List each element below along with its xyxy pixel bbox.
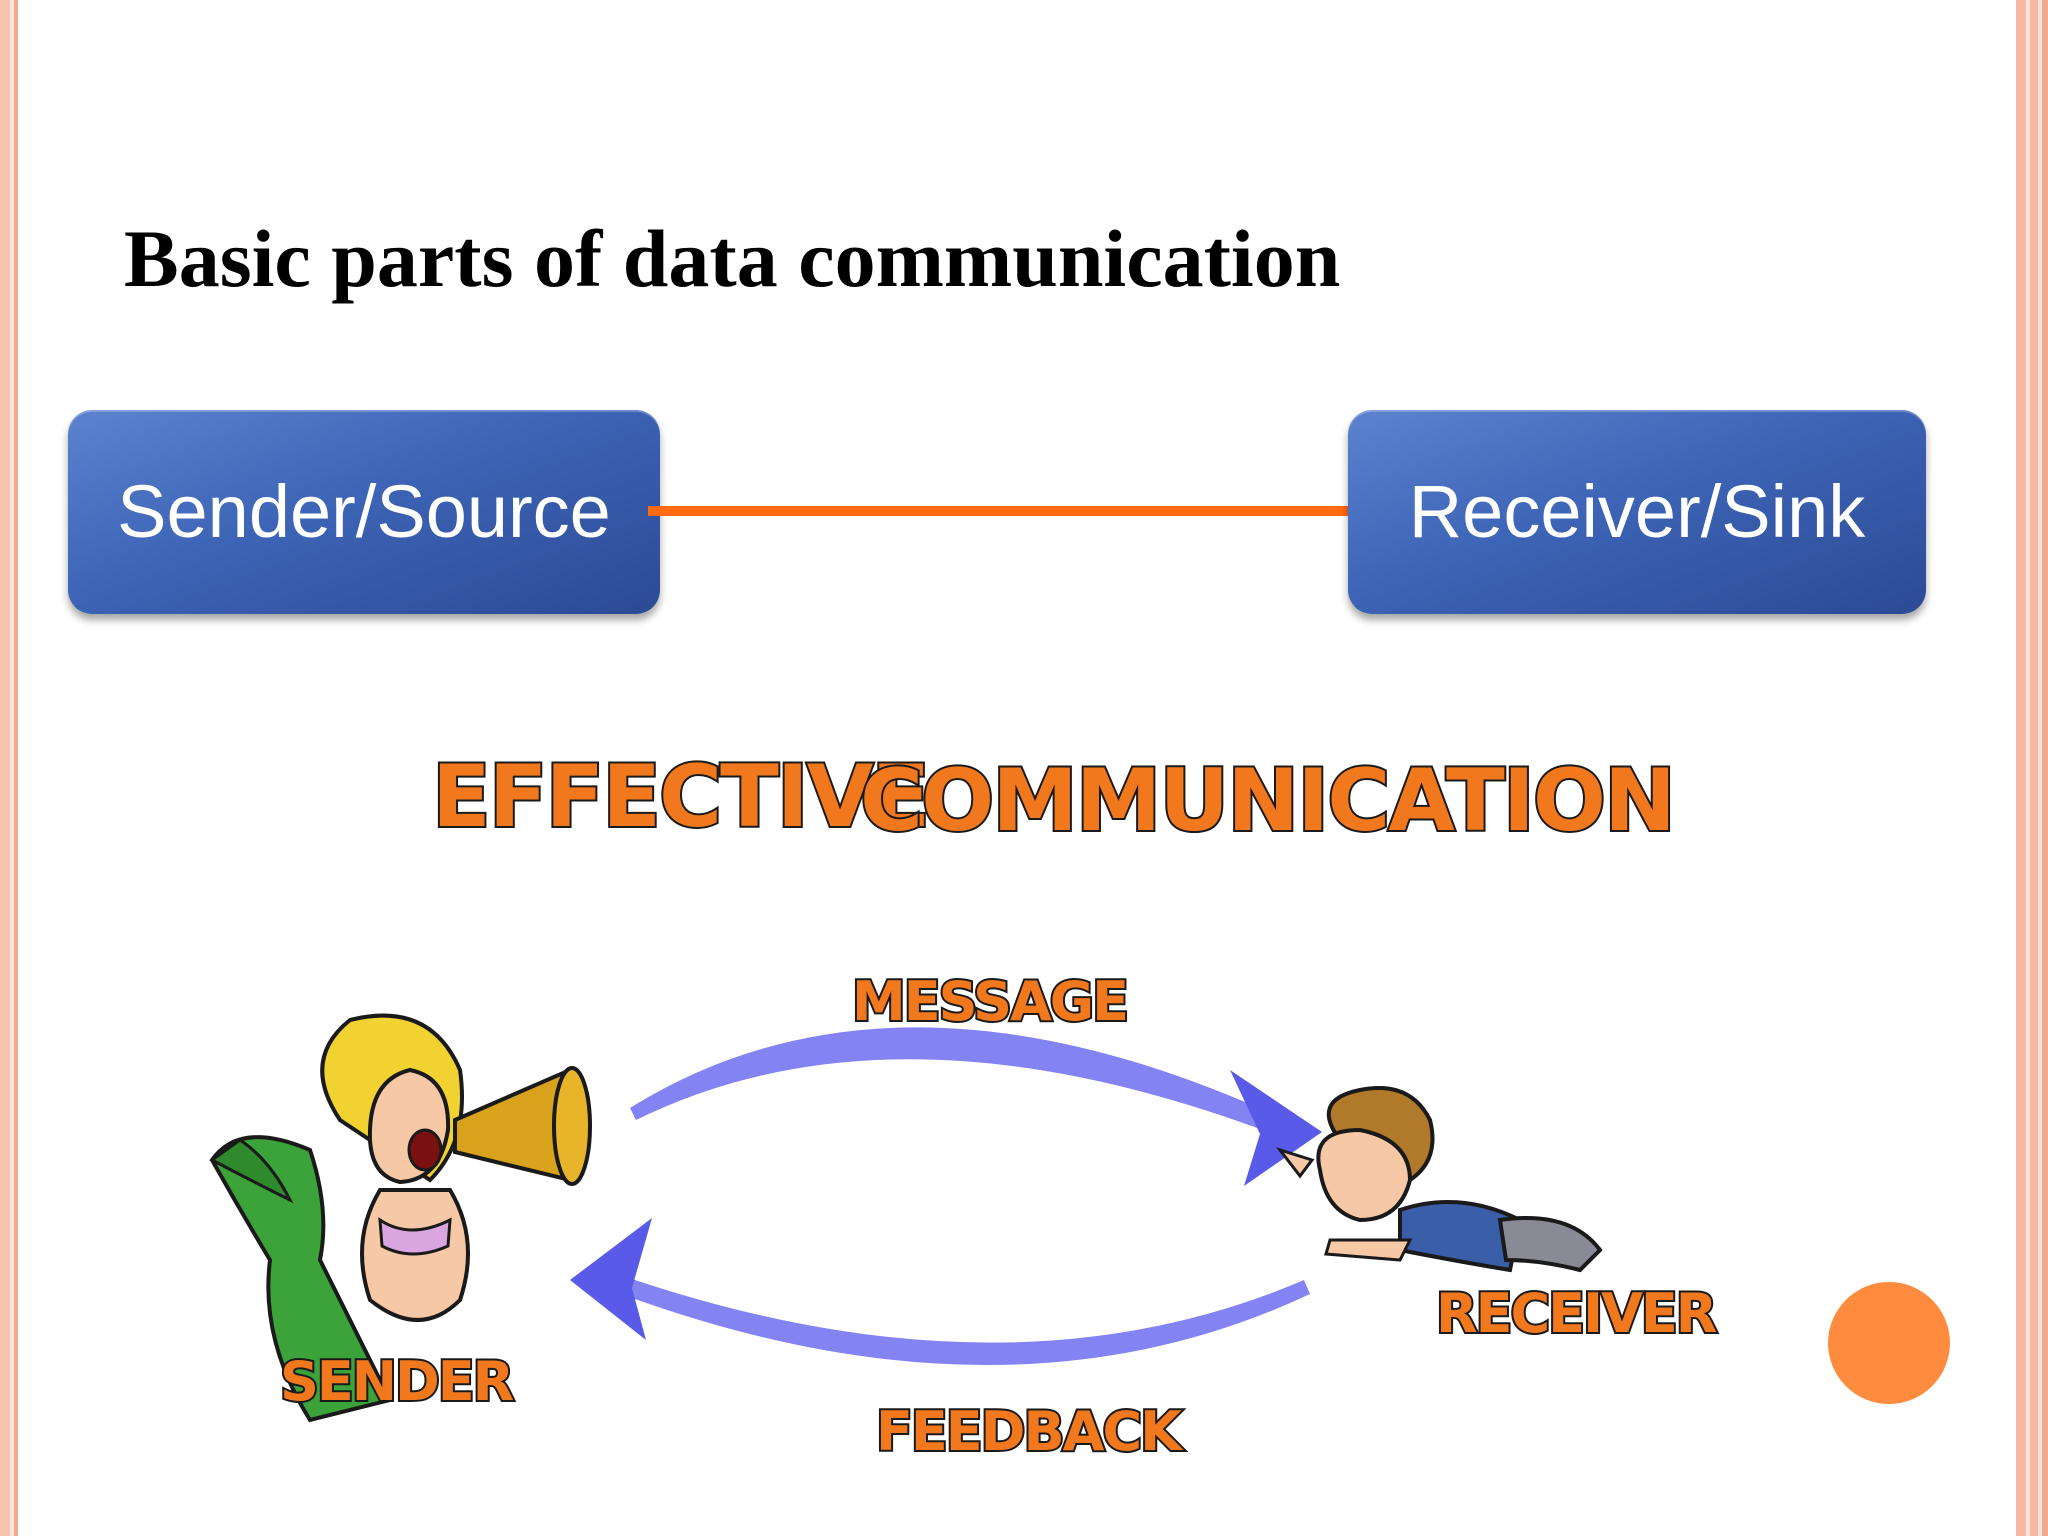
connector-line [648,506,1352,516]
feedback-arrow [570,1218,1310,1366]
receiver-figure-icon [1275,1086,1603,1273]
receiver-sink-label: Receiver/Sink [1408,470,1866,553]
right-decorative-border [1956,0,2048,1536]
heading-communication: COMMUNICATION [860,751,1674,851]
message-arrow [630,1027,1322,1186]
message-label: MESSAGE [852,970,1127,1033]
receiver-sink-box: Receiver/Sink [1348,410,1926,614]
receiver-label: RECEIVER [1436,1282,1717,1345]
effective-communication-illustration: EFFECTIVE COMMUNICATION MESSAGE FEEDBACK… [209,745,1720,1465]
sender-source-label: Sender/Source [117,470,611,553]
sender-source-box: Sender/Source [68,410,660,614]
heading-effective: EFFECTIVE [432,747,928,847]
decorative-orange-circle [1828,1282,1950,1404]
sender-label: SENDER [280,1350,514,1413]
sender-figure-icon [209,1013,592,1423]
left-decorative-border [0,0,26,1536]
feedback-label: FEEDBACK [876,1400,1184,1463]
slide-title: Basic parts of data communication [124,213,1341,304]
